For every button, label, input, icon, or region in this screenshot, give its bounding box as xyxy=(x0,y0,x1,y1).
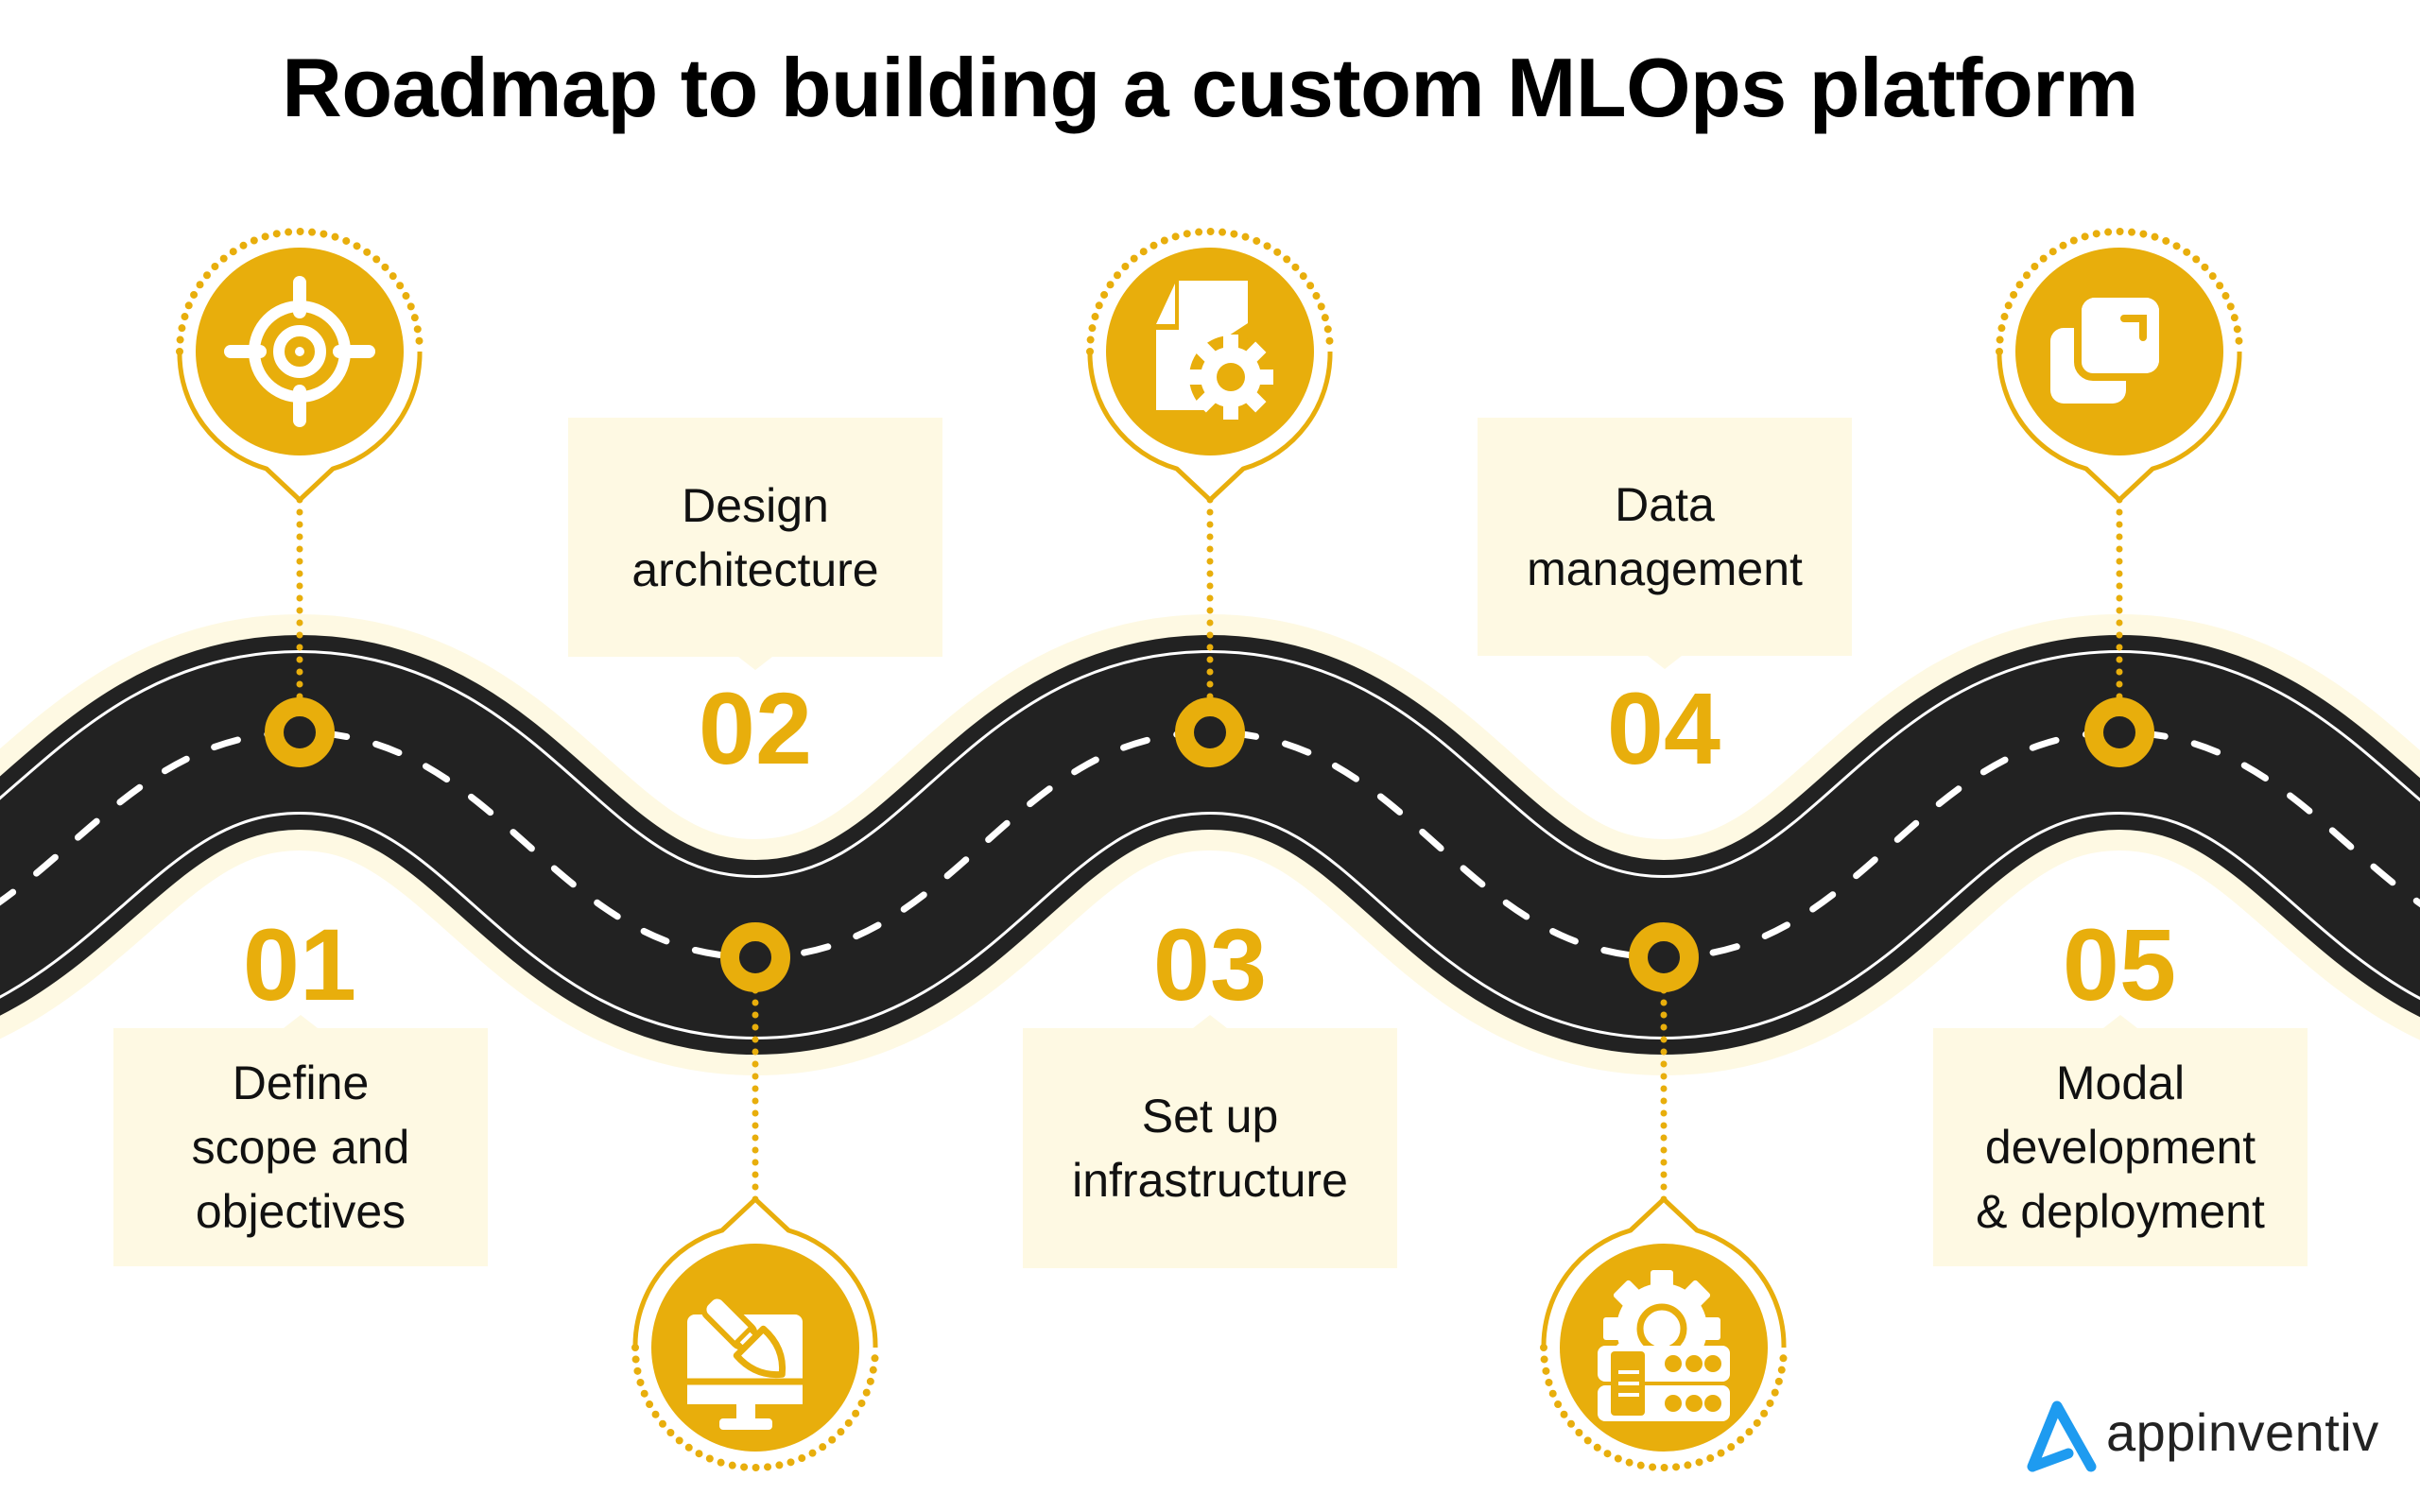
step-01-label: Define scope and objectives xyxy=(191,1057,410,1238)
server-gear-icon xyxy=(1596,1270,1732,1421)
road-marker xyxy=(2084,697,2154,767)
balloon-dotted-arc xyxy=(631,1344,879,1471)
road-marker xyxy=(1175,697,1245,767)
copy-icon xyxy=(2050,290,2167,404)
balloon-outline xyxy=(632,1196,878,1349)
step-01-balloon xyxy=(176,228,424,503)
step-05-box: Modal development & deployment xyxy=(1933,1015,2308,1266)
box-notch xyxy=(1193,1015,1227,1028)
brand-logo: appinventiv xyxy=(2025,1397,2379,1474)
step-01-box: Define scope and objectives xyxy=(113,1015,488,1266)
balloon-dotted-arc xyxy=(1086,228,1334,355)
step-04-box: Data management xyxy=(1478,418,1852,669)
balloon-outline xyxy=(177,351,423,503)
step-02-balloon xyxy=(631,1196,879,1471)
step-03-box: Set up infrastructure xyxy=(1023,1015,1397,1268)
box-notch xyxy=(738,657,772,670)
balloon-dotted-arc xyxy=(1540,1344,1788,1471)
step-05-number: 05 xyxy=(2062,907,2177,1022)
balloon-outline xyxy=(1087,351,1333,503)
road-marker xyxy=(720,922,790,992)
road-marker xyxy=(265,697,335,767)
step-05-balloon xyxy=(1996,228,2243,503)
box-notch xyxy=(2103,1015,2137,1028)
appinventiv-logo-icon xyxy=(2027,1400,2097,1472)
step-02-box: Design architecture xyxy=(568,418,942,670)
step-05-label: Modal development & deployment xyxy=(1976,1057,2265,1238)
balloon-outline xyxy=(1996,351,2242,503)
step-04-number: 04 xyxy=(1606,671,1721,785)
step-01-number: 01 xyxy=(242,907,357,1022)
step-04-balloon xyxy=(1540,1196,1788,1471)
step-03-label: Set up infrastructure xyxy=(1072,1090,1348,1207)
balloon-outline xyxy=(1541,1196,1787,1349)
brand-name: appinventiv xyxy=(2106,1401,2379,1462)
target-icon xyxy=(224,276,375,427)
balloon-dotted-arc xyxy=(1996,228,2243,355)
monitor-paintbrush-icon xyxy=(687,1293,803,1430)
road-marker xyxy=(1629,922,1699,992)
balloon-dotted-arc xyxy=(176,228,424,355)
box-notch xyxy=(284,1015,318,1028)
step-02-number: 02 xyxy=(698,671,813,785)
step-04-label: Data management xyxy=(1527,478,1803,595)
document-gear-icon xyxy=(1156,281,1273,420)
step-03-number: 03 xyxy=(1152,907,1268,1022)
box-notch xyxy=(1648,656,1682,669)
step-02-label: Design architecture xyxy=(631,478,879,596)
step-03-balloon xyxy=(1086,228,1334,503)
page-title: Roadmap to building a custom MLOps platf… xyxy=(282,41,2138,134)
